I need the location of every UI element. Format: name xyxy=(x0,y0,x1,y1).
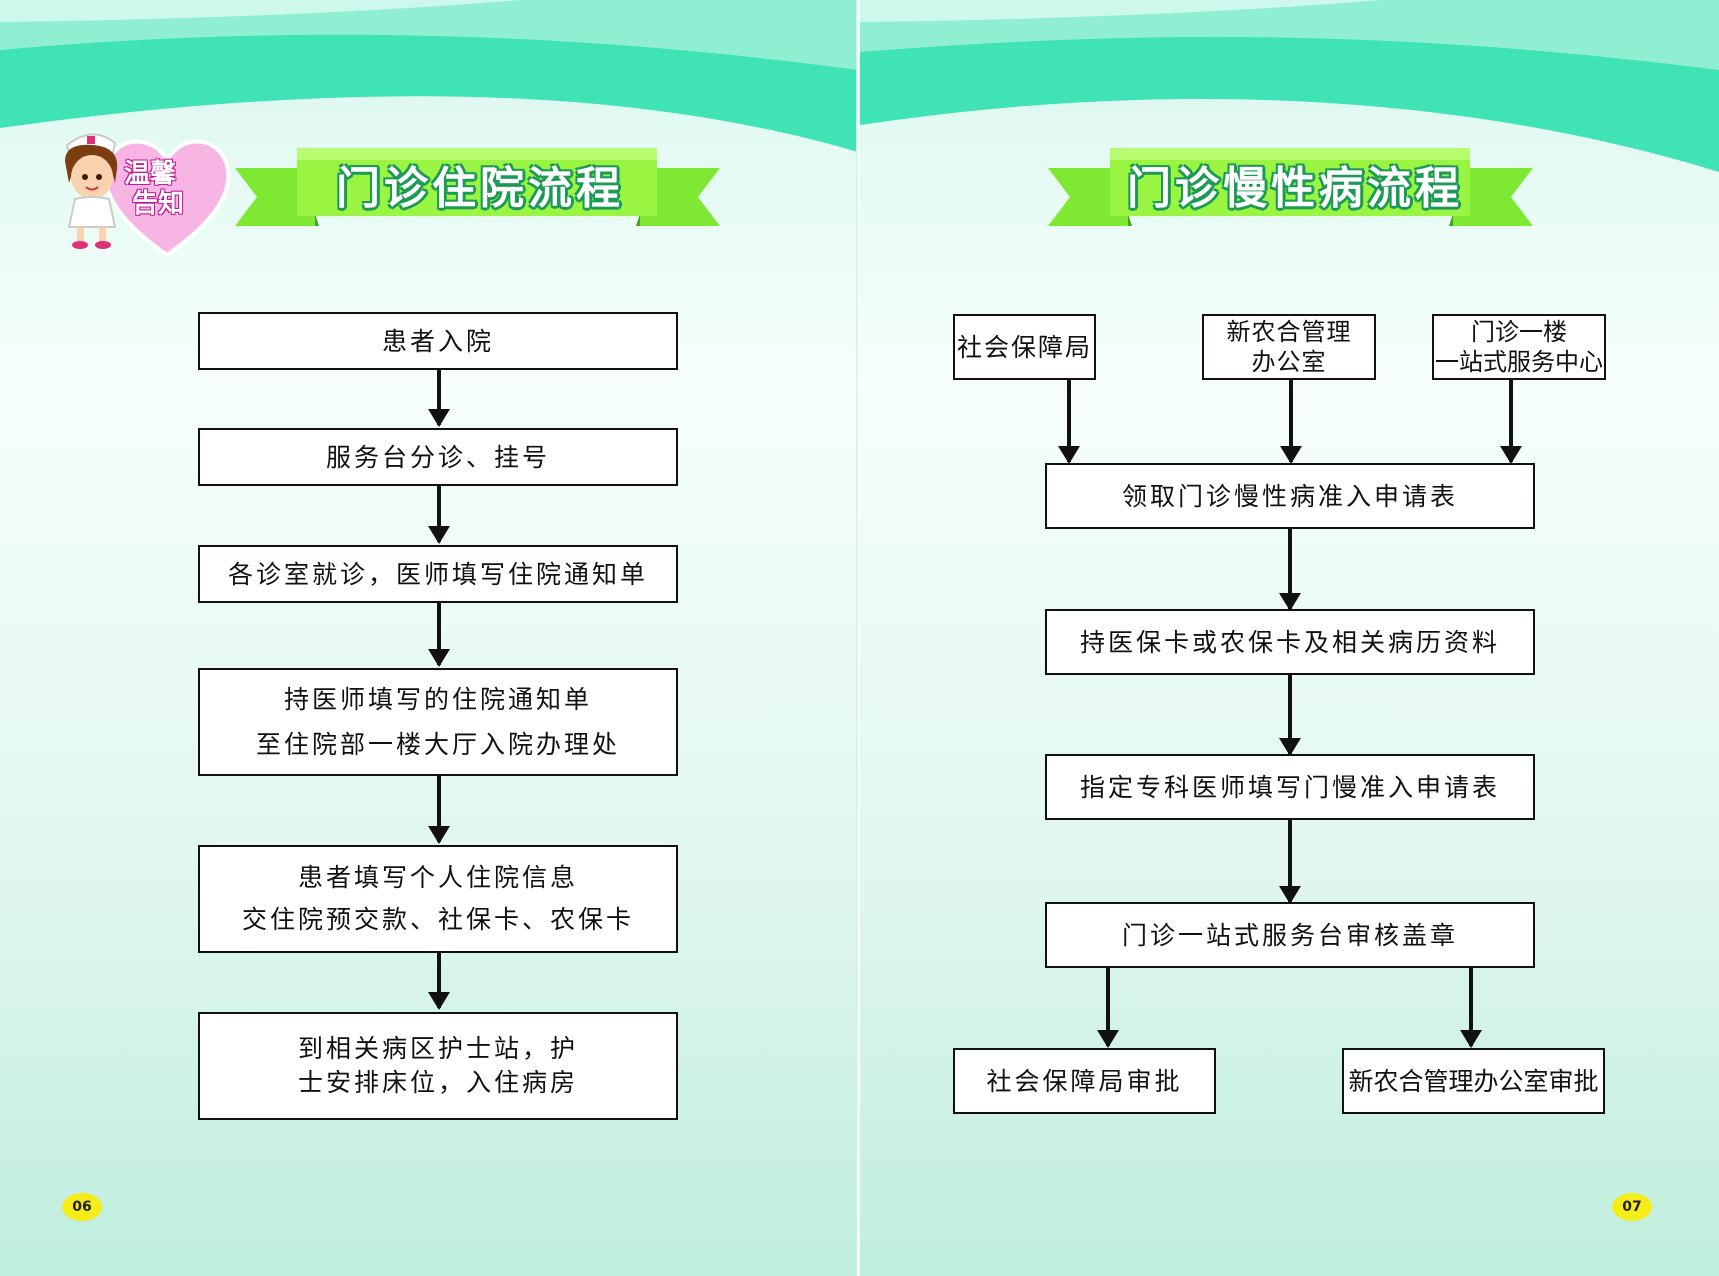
flow-arrow xyxy=(428,486,450,544)
title-banner-right xyxy=(1048,148,1533,226)
source-text: 办公室 xyxy=(1251,348,1327,376)
step-text: 士安排床位，入住病房 xyxy=(297,1068,578,1097)
step-text: 患者入院 xyxy=(381,326,494,356)
top-wave-decoration xyxy=(0,0,858,152)
step-box: 指定专科医师填写门慢准入申请表 xyxy=(1045,754,1535,820)
step-box: 患者填写个人住院信息 交住院预交款、社保卡、农保卡 xyxy=(198,845,678,953)
step-box: 门诊一站式服务台审核盖章 xyxy=(1045,902,1535,968)
step-text: 领取门诊慢性病准入申请表 xyxy=(1121,481,1458,511)
right-page: 门诊慢性病流程 社会保障局 新农合管理 办公室 门诊一楼 一站式服务中心 领取门… xyxy=(860,0,1719,1276)
step-text: 至住院部一楼大厅入院办理处 xyxy=(255,730,620,759)
step-text: 服务台分诊、挂号 xyxy=(325,442,550,472)
flow-arrow xyxy=(1279,675,1301,756)
flow-arrow xyxy=(1279,820,1301,904)
flow-arrow xyxy=(1280,380,1302,464)
flow-arrow xyxy=(1460,968,1482,1048)
nurse-icon xyxy=(65,133,118,249)
flow-arrow xyxy=(1279,529,1301,611)
source-box: 社会保障局 xyxy=(953,314,1096,380)
right-page-title: 门诊慢性病流程 xyxy=(1127,163,1463,214)
page-number-right: 07 xyxy=(1612,1193,1652,1221)
step-text: 到相关病区护士站，护 xyxy=(297,1034,578,1064)
source-box: 新农合管理 办公室 xyxy=(1202,314,1376,380)
step-text: 持医保卡或农保卡及相关病历资料 xyxy=(1079,627,1500,657)
notice-line-1: 温馨 xyxy=(124,159,177,189)
outcome-box: 社会保障局审批 xyxy=(953,1048,1216,1114)
flow-arrow xyxy=(1058,380,1080,464)
flow-arrow xyxy=(1097,968,1119,1048)
flow-arrow xyxy=(1500,380,1522,464)
source-text: 门诊一楼 xyxy=(1471,318,1567,346)
step-text: 门诊一站式服务台审核盖章 xyxy=(1121,920,1458,950)
left-page-title: 门诊住院流程 xyxy=(336,163,624,214)
step-text: 交住院预交款、社保卡、农保卡 xyxy=(241,905,634,934)
step-box: 服务台分诊、挂号 xyxy=(198,428,678,486)
step-box: 患者入院 xyxy=(198,312,678,370)
step-text: 持医师填写的住院通知单 xyxy=(283,685,592,714)
outcome-box: 新农合管理办公室审批 xyxy=(1342,1048,1605,1114)
left-page: 温馨 告知 门诊住院流程 患者入院 服务台分诊、挂号 各诊室就诊，医师填写住院通… xyxy=(0,0,858,1276)
step-text: 指定专科医师填写门慢准入申请表 xyxy=(1079,772,1500,802)
step-box: 到相关病区护士站，护 士安排床位，入住病房 xyxy=(198,1012,678,1120)
step-box: 领取门诊慢性病准入申请表 xyxy=(1045,463,1535,529)
step-box: 持医师填写的住院通知单 至住院部一楼大厅入院办理处 xyxy=(198,668,678,776)
flow-arrow xyxy=(428,603,450,667)
source-text: 社会保障局 xyxy=(956,332,1092,362)
page-number-left: 06 xyxy=(62,1193,102,1221)
step-text: 各诊室就诊，医师填写住院通知单 xyxy=(227,559,648,589)
source-text: 一站式服务中心 xyxy=(1435,348,1603,376)
step-box: 各诊室就诊，医师填写住院通知单 xyxy=(198,545,678,603)
notice-line-2: 告知 xyxy=(132,189,185,219)
outcome-text: 新农合管理办公室审批 xyxy=(1348,1066,1599,1096)
flow-arrow xyxy=(428,953,450,1010)
title-banner-left xyxy=(235,148,720,226)
outcome-text: 社会保障局审批 xyxy=(986,1066,1183,1096)
flow-arrow xyxy=(428,370,450,427)
page-gutter xyxy=(856,0,862,1276)
source-text: 新农合管理 xyxy=(1226,318,1352,346)
top-wave-decoration xyxy=(860,0,1719,172)
step-text: 患者填写个人住院信息 xyxy=(297,862,578,892)
source-box: 门诊一楼 一站式服务中心 xyxy=(1432,314,1606,380)
flow-arrow xyxy=(428,776,450,844)
step-box: 持医保卡或农保卡及相关病历资料 xyxy=(1045,609,1535,675)
